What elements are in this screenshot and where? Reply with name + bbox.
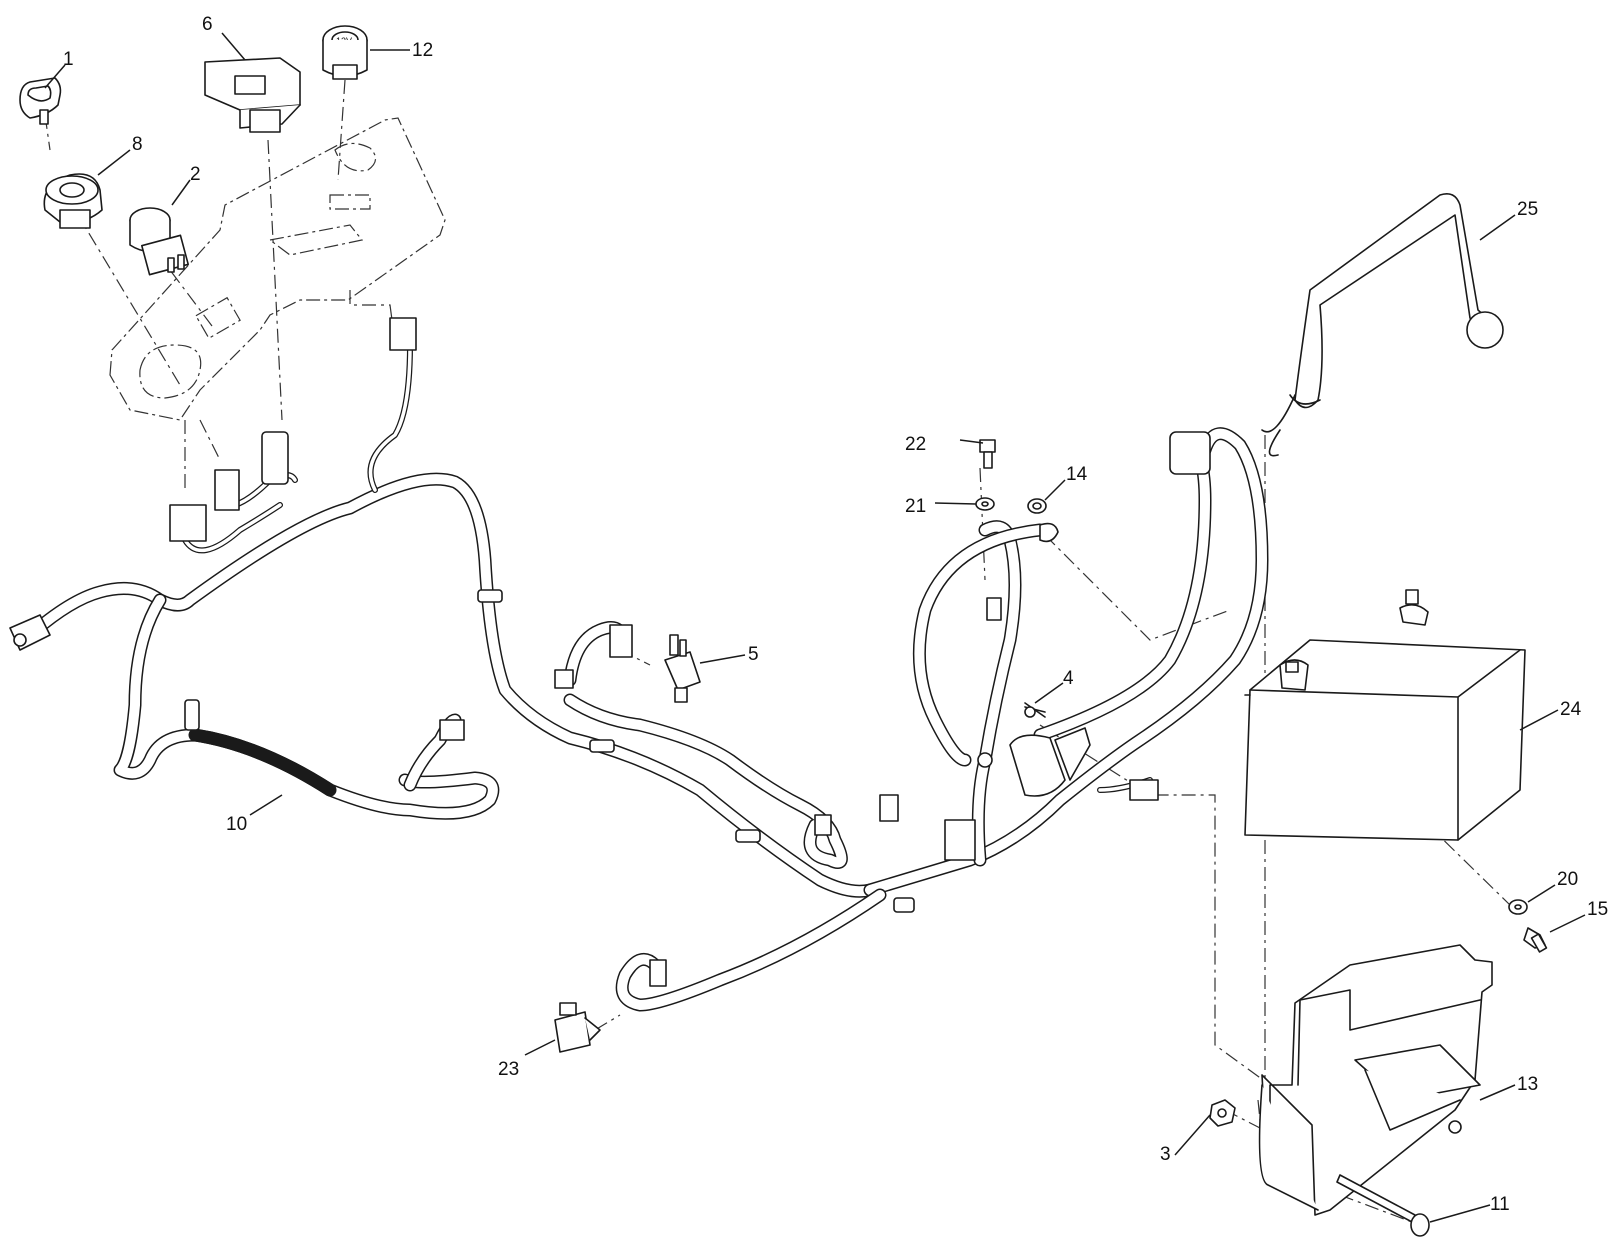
harness-connector <box>439 719 465 741</box>
callout-labels: 1 2 3 4 5 6 8 10 11 12 13 14 15 20 21 22… <box>63 14 1608 1215</box>
fuse-bracket <box>1054 727 1091 781</box>
harness-clip <box>589 739 615 753</box>
pto-switch <box>129 207 190 276</box>
washer-21 <box>975 497 995 511</box>
callout-22: 22 <box>905 434 926 455</box>
harness-clip <box>477 589 503 603</box>
callout-2: 2 <box>190 164 201 185</box>
callout-13: 13 <box>1517 1074 1538 1095</box>
callout-15: 15 <box>1587 899 1608 920</box>
callout-21: 21 <box>905 496 926 517</box>
bolt-22 <box>979 439 996 469</box>
callout-5: 5 <box>748 644 759 665</box>
screw-15 <box>1523 927 1548 953</box>
callout-leaders <box>44 32 1586 1223</box>
callout-1: 1 <box>63 49 74 70</box>
bolt-11 <box>1336 1174 1430 1237</box>
harness-connector <box>944 819 976 861</box>
harness-connector <box>609 624 633 658</box>
callout-11: 11 <box>1490 1194 1510 1215</box>
callout-25: 25 <box>1517 199 1538 220</box>
callout-4: 4 <box>1063 668 1074 689</box>
hour-meter <box>204 57 301 133</box>
harness-connector <box>169 504 207 542</box>
harness-connector <box>389 317 417 351</box>
ignition-key <box>19 77 62 125</box>
harness-clip <box>735 829 761 843</box>
harness-connector <box>1129 779 1159 801</box>
callout-23: 23 <box>498 1059 519 1080</box>
harness-connector <box>261 431 289 485</box>
harness-connector-pin <box>13 633 27 647</box>
callout-24: 24 <box>1560 699 1582 720</box>
seat-switch <box>664 634 701 703</box>
washer-20 <box>1508 899 1528 915</box>
dash-panel-outline <box>109 117 446 421</box>
battery-tray <box>1258 944 1493 1216</box>
screw-4 <box>1024 702 1046 718</box>
callout-8: 8 <box>132 134 143 155</box>
callout-3: 3 <box>1160 1144 1171 1165</box>
harness-clip <box>893 897 915 913</box>
harness-terminal <box>986 597 1002 621</box>
callout-12: 12 <box>412 40 433 61</box>
nut-3 <box>1209 1099 1236 1127</box>
harness-grommet <box>977 752 993 768</box>
callout-20: 20 <box>1557 869 1578 890</box>
fuse-holder <box>1009 734 1066 797</box>
harness-connector <box>214 469 240 511</box>
callout-14: 14 <box>1066 464 1088 485</box>
ground-ring-terminal <box>1039 522 1059 543</box>
harness-clip <box>184 699 200 731</box>
main-wire-harness <box>9 317 1269 1012</box>
power-socket-12v: 12V <box>322 25 368 80</box>
battery-strap <box>1261 192 1504 457</box>
harness-connector <box>879 794 899 822</box>
nut-14 <box>1027 498 1047 514</box>
ignition-switch <box>43 173 103 229</box>
battery <box>1244 589 1526 841</box>
harness-connector <box>554 669 574 689</box>
alignment-lines <box>44 79 1511 1226</box>
harness-connector <box>814 814 832 836</box>
harness-connector <box>649 959 667 987</box>
battery-terminal-boot <box>1169 431 1211 475</box>
callout-10: 10 <box>226 814 247 835</box>
neutral-switch <box>554 1002 601 1053</box>
callout-6: 6 <box>202 14 213 35</box>
